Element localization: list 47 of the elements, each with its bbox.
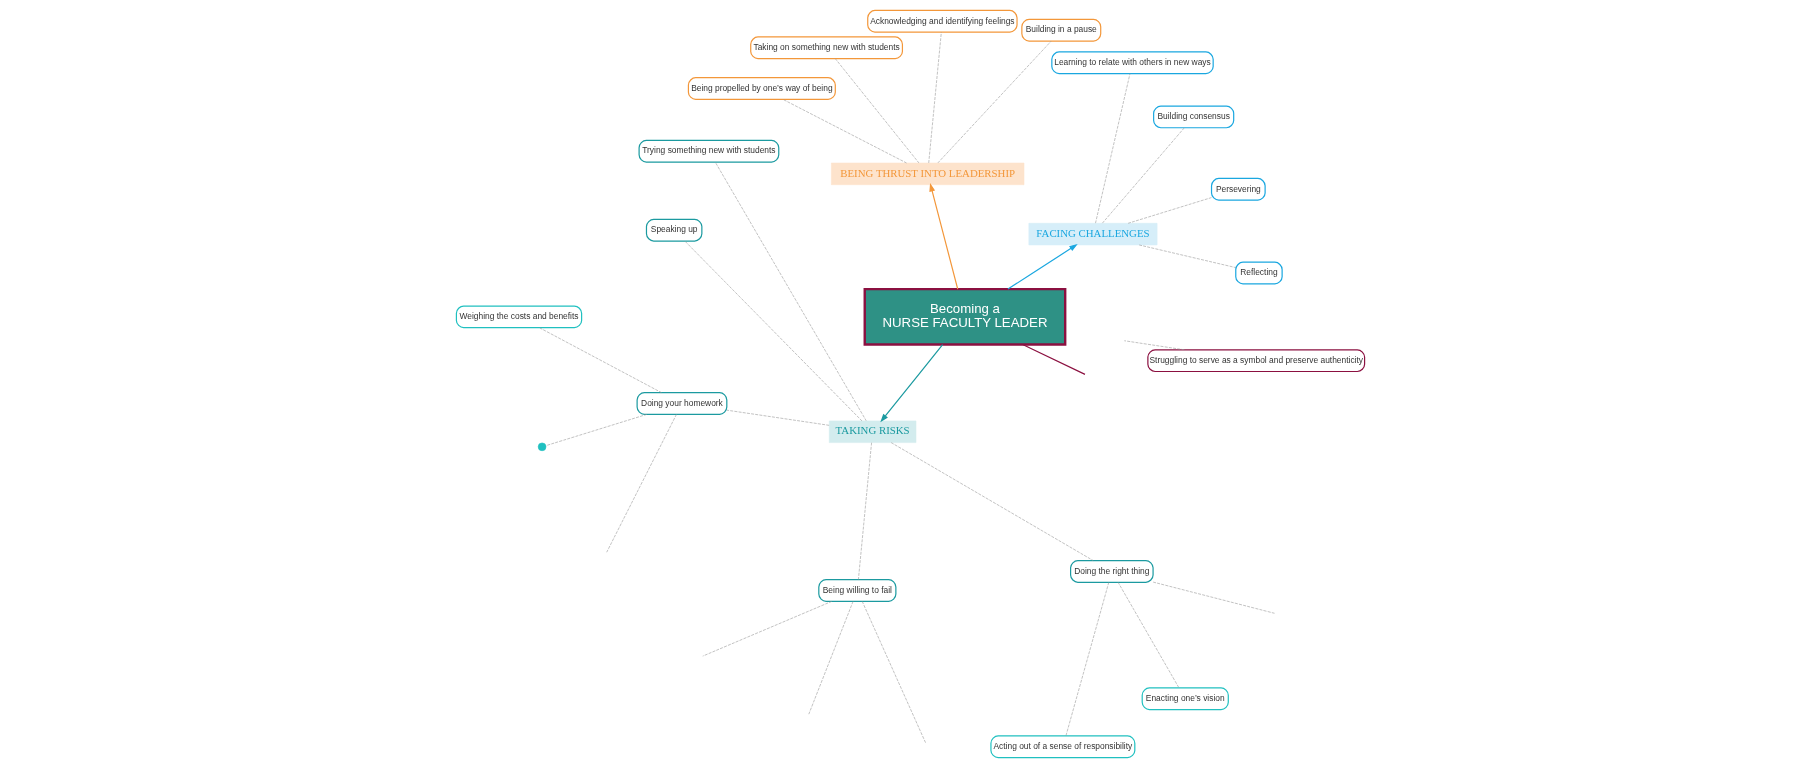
connector — [1101, 127, 1185, 224]
node-box: Acknowledging and identifying feelings — [866, 9, 1018, 33]
node-box: Speaking up — [645, 218, 702, 242]
node-box: Being willing to fail — [817, 579, 896, 602]
arrow — [879, 344, 943, 423]
node-circle — [537, 442, 546, 452]
connector — [1094, 73, 1130, 224]
node-box: Reflecting — [1234, 261, 1283, 285]
connector — [1065, 582, 1109, 737]
node-box: Persevering — [1210, 177, 1266, 201]
connector — [1117, 582, 1179, 689]
connector — [605, 414, 677, 553]
node-box: FACING CHALLENGES — [1028, 223, 1157, 246]
node-box: Being propelled by one’s way of being — [687, 77, 836, 100]
connector — [890, 442, 1094, 561]
connector — [1152, 581, 1275, 614]
connector — [807, 601, 853, 715]
arrow — [928, 183, 958, 290]
node-box: Learning to relate with others in new ways — [1050, 51, 1214, 75]
node-box: Trying something new with students — [638, 139, 779, 163]
connector — [834, 58, 919, 164]
connector — [1123, 340, 1185, 351]
node-box: Taking on something new with students — [749, 36, 903, 60]
connector — [726, 409, 829, 426]
connector — [1127, 197, 1212, 224]
connector — [782, 99, 907, 164]
connector — [1138, 244, 1236, 268]
node-box: Doing your homework — [636, 392, 727, 415]
node-box: Struggling to serve as a symbol and preserve authenticity — [1146, 349, 1365, 373]
node-box: Building in a pause — [1020, 18, 1101, 42]
node-box: Acting out of a sense of responsibility — [989, 735, 1135, 759]
arrow — [1006, 244, 1078, 290]
node-box: Becoming a NURSE FACULTY LEADER — [863, 287, 1066, 346]
connector — [545, 414, 647, 446]
node-box: Weighing the costs and benefits — [455, 305, 582, 329]
connector — [538, 327, 662, 393]
node-box: TAKING RISKS — [828, 420, 916, 443]
connector — [861, 601, 926, 744]
connector — [1021, 343, 1086, 375]
node-box: BEING THRUST INTO LEADERSHIP — [830, 162, 1024, 185]
node-box: Building consensus — [1152, 105, 1234, 129]
connector — [684, 240, 862, 422]
node-box: Enacting one’s vision — [1141, 687, 1229, 711]
node-box: Doing the right thing — [1069, 560, 1154, 583]
connector — [714, 161, 866, 422]
connector — [927, 31, 942, 164]
connector — [857, 442, 872, 580]
